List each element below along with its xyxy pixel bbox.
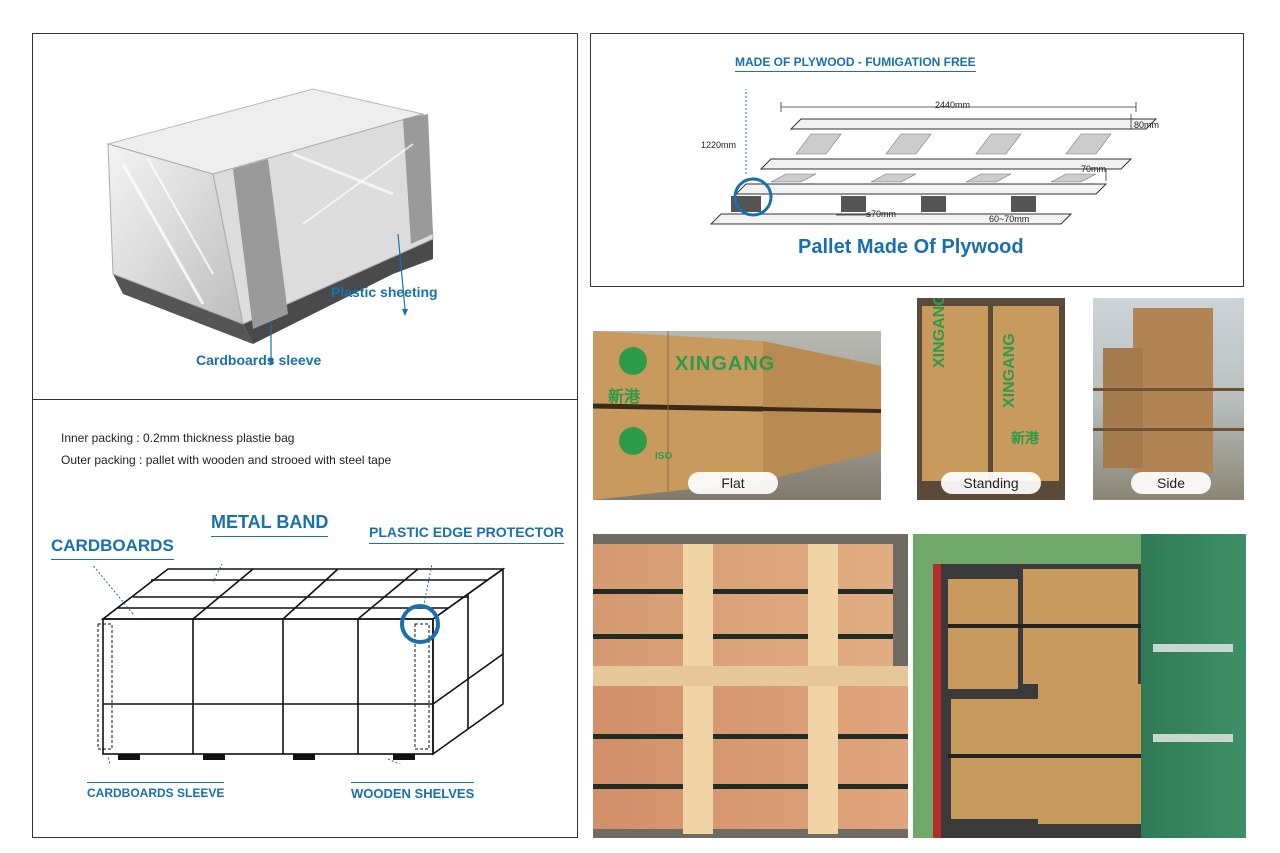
label-cardboards-sleeve: Cardboards sleeve xyxy=(196,352,322,368)
crate-wireframe-diagram xyxy=(93,564,506,764)
wrapped-stack-illustration xyxy=(106,88,434,366)
pallet-title: Pallet Made Of Plywood xyxy=(798,236,1024,258)
flat-caption: Flat xyxy=(688,472,778,494)
flat-brand-text: XINGANG xyxy=(675,353,776,375)
label-cardboards: CARDBOARDS xyxy=(51,536,174,560)
pallet-panel: MADE OF PLYWOOD - FUMIGATION FREE xyxy=(590,33,1244,287)
left-panel: Plastic sheeting Cardboards sleeve Inner… xyxy=(32,33,578,838)
standing-brand-text-left: XINGANG xyxy=(931,298,948,368)
dim-length: 2440mm xyxy=(935,100,971,110)
inner-packing-text: Inner packing : 0.2mm thickness plastie … xyxy=(61,431,295,445)
dim-60-70: 60~70mm xyxy=(989,214,1030,224)
label-plastic-edge-protector: PLASTIC EDGE PROTECTOR xyxy=(369,524,564,544)
flat-iso-text: ISO xyxy=(655,451,673,462)
photo-crates xyxy=(593,534,908,838)
dim-70: 70mm xyxy=(1081,164,1107,174)
pallet-exploded-diagram xyxy=(709,89,1158,225)
side-caption: Side xyxy=(1131,472,1211,494)
label-cardboards-sleeve-bottom: CARDBOARDS SLEEVE xyxy=(87,782,225,800)
label-wooden-shelves: WOODEN SHELVES xyxy=(351,782,475,801)
dim-80: 80mm xyxy=(1134,120,1160,130)
outer-packing-text: Outer packing : pallet with wooden and s… xyxy=(61,453,392,467)
photo-side: Side xyxy=(1093,298,1244,500)
dim-le70: ≤70mm xyxy=(866,209,896,219)
photo-flat: XINGANG 新港 ISO Flat xyxy=(593,331,881,500)
standing-brand-text-right: XINGANG xyxy=(1001,333,1018,408)
dim-width: 1220mm xyxy=(701,140,737,150)
flat-stack-graphic xyxy=(593,331,881,500)
label-plastic-sheeting: Plastic sheeting xyxy=(331,284,438,300)
label-metal-band: METAL BAND xyxy=(211,512,329,537)
standing-caption: Standing xyxy=(941,472,1041,494)
photo-container xyxy=(913,534,1246,838)
flat-brand-cn-text: 新港 xyxy=(608,389,641,406)
pallet-header: MADE OF PLYWOOD - FUMIGATION FREE xyxy=(735,55,976,72)
standing-brand-cn-text: 新港 xyxy=(1011,430,1039,446)
photo-standing: XINGANG XINGANG 新港 Standing xyxy=(917,298,1065,500)
left-panel-divider xyxy=(33,399,577,400)
